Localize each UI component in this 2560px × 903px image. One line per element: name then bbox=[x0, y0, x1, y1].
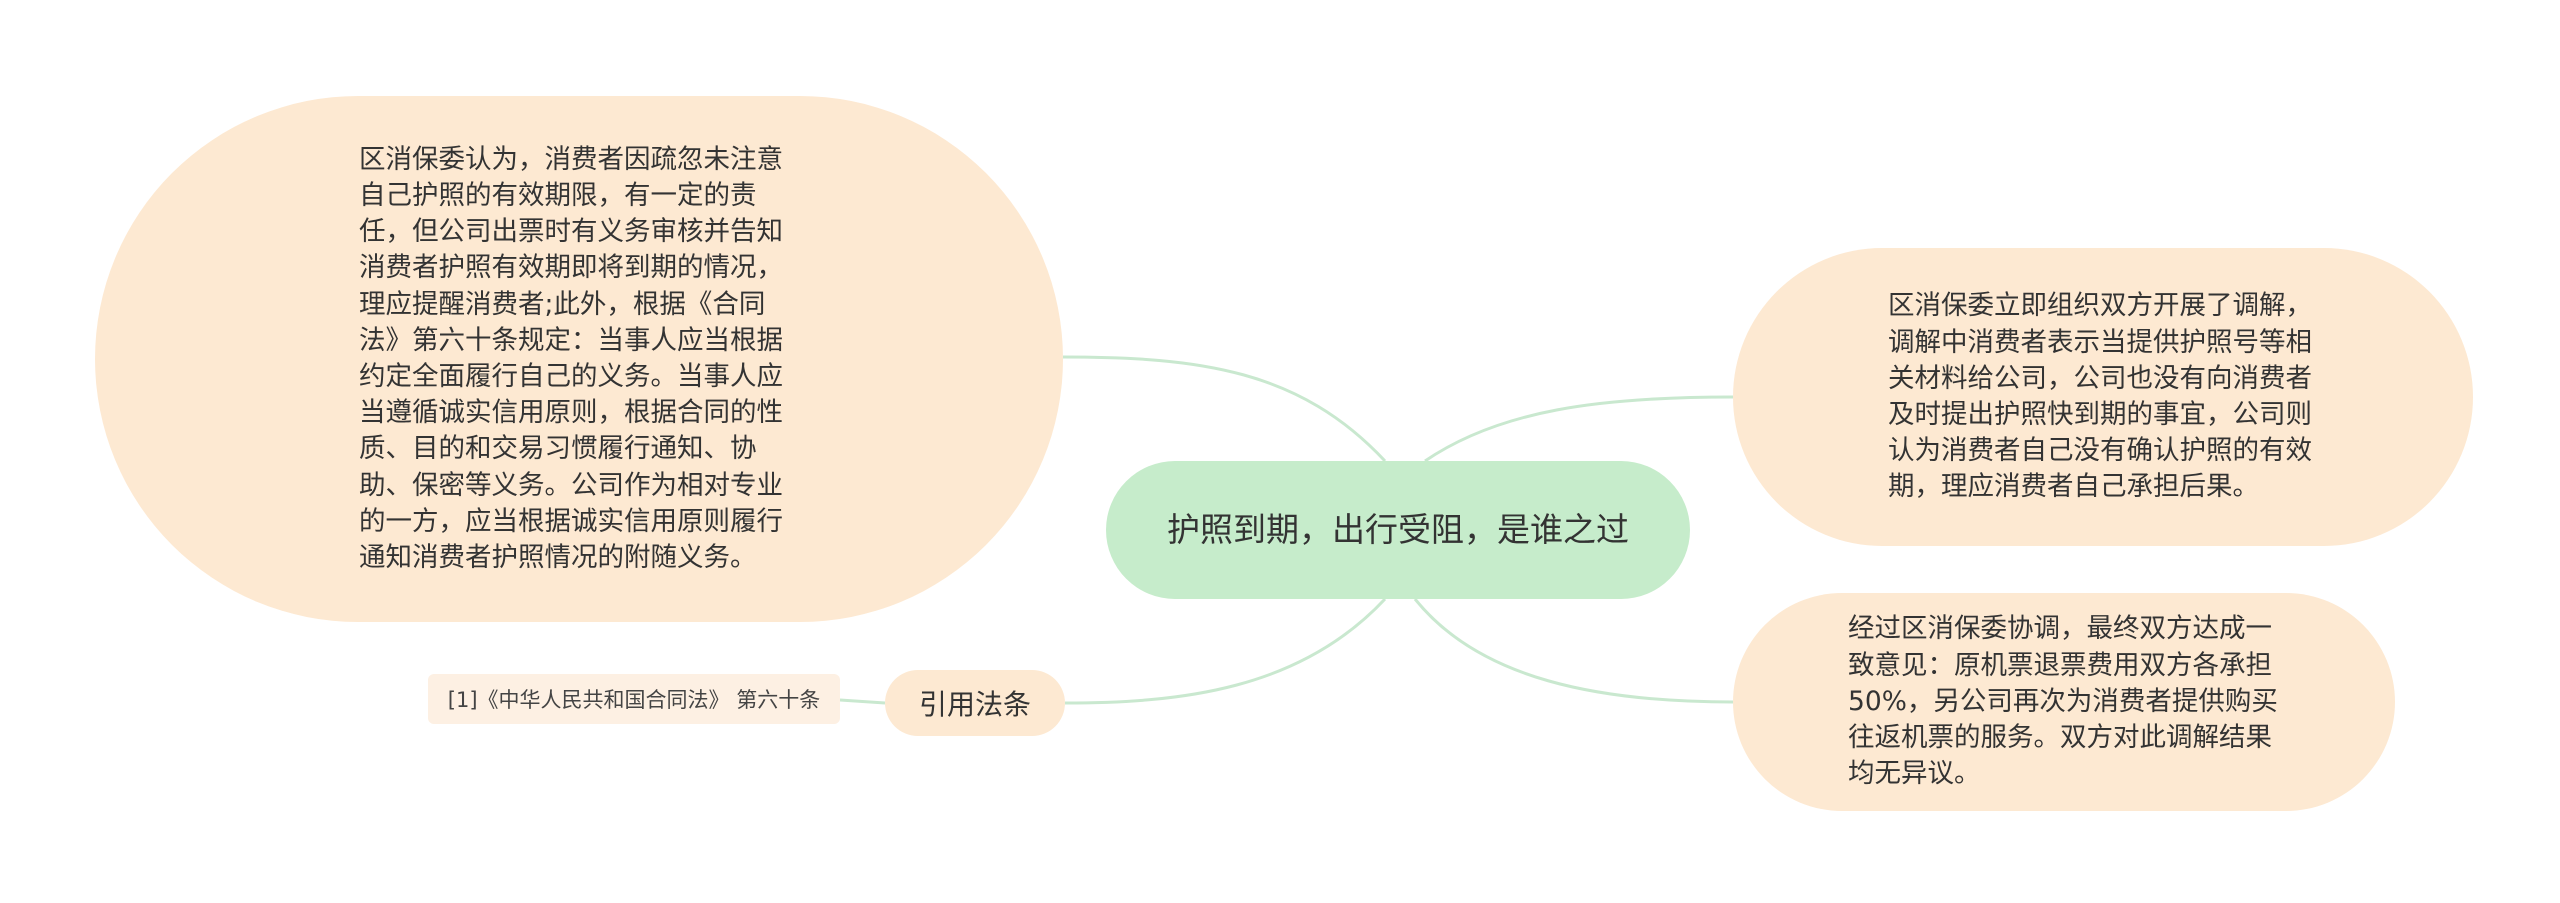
citation-topic[interactable]: 引用法条 bbox=[885, 670, 1065, 736]
citation-leaf[interactable]: [1]《中华人民共和国合同法》 第六十条 bbox=[428, 674, 840, 724]
branch-right-agreement-bubble[interactable]: 经过区消保委协调，最终双方达成一致意见：原机票退票费用双方各承担50%，另公司再… bbox=[1733, 593, 2395, 811]
citation-leaf-text: [1]《中华人民共和国合同法》 第六十条 bbox=[447, 688, 821, 712]
citation-topic-label: 引用法条 bbox=[918, 688, 1031, 721]
connector-root-cite bbox=[1064, 597, 1387, 705]
branch-right-mediation-bubble[interactable]: 区消保委立即组织双方开展了调解，调解中消费者表示当提供护照号等相关材料给公司，公… bbox=[1733, 248, 2473, 546]
connector-root-right2 bbox=[1413, 598, 1734, 704]
branch-right-agreement-text: 经过区消保委协调，最终双方达成一致意见：原机票退票费用双方各承担50%，另公司再… bbox=[1848, 613, 2278, 790]
branch-left-bubble[interactable]: 区消保委认为，消费者因疏忽未注意自己护照的有效期限，有一定的责任，但公司出票时有… bbox=[95, 96, 1063, 622]
root-topic-label: 护照到期，出行受阻，是谁之过 bbox=[1167, 510, 1629, 549]
branch-left-text: 区消保委认为，消费者因疏忽未注意自己护照的有效期限，有一定的责任，但公司出票时有… bbox=[359, 143, 783, 574]
branch-right-mediation-text: 区消保委立即组织双方开展了调解，调解中消费者表示当提供护照号等相关材料给公司，公… bbox=[1888, 290, 2312, 503]
connector-root-left bbox=[1062, 355, 1387, 463]
connector-cite-leaf bbox=[839, 698, 886, 705]
connector-root-right1 bbox=[1424, 395, 1734, 463]
root-topic[interactable]: 护照到期，出行受阻，是谁之过 bbox=[1106, 461, 1690, 599]
